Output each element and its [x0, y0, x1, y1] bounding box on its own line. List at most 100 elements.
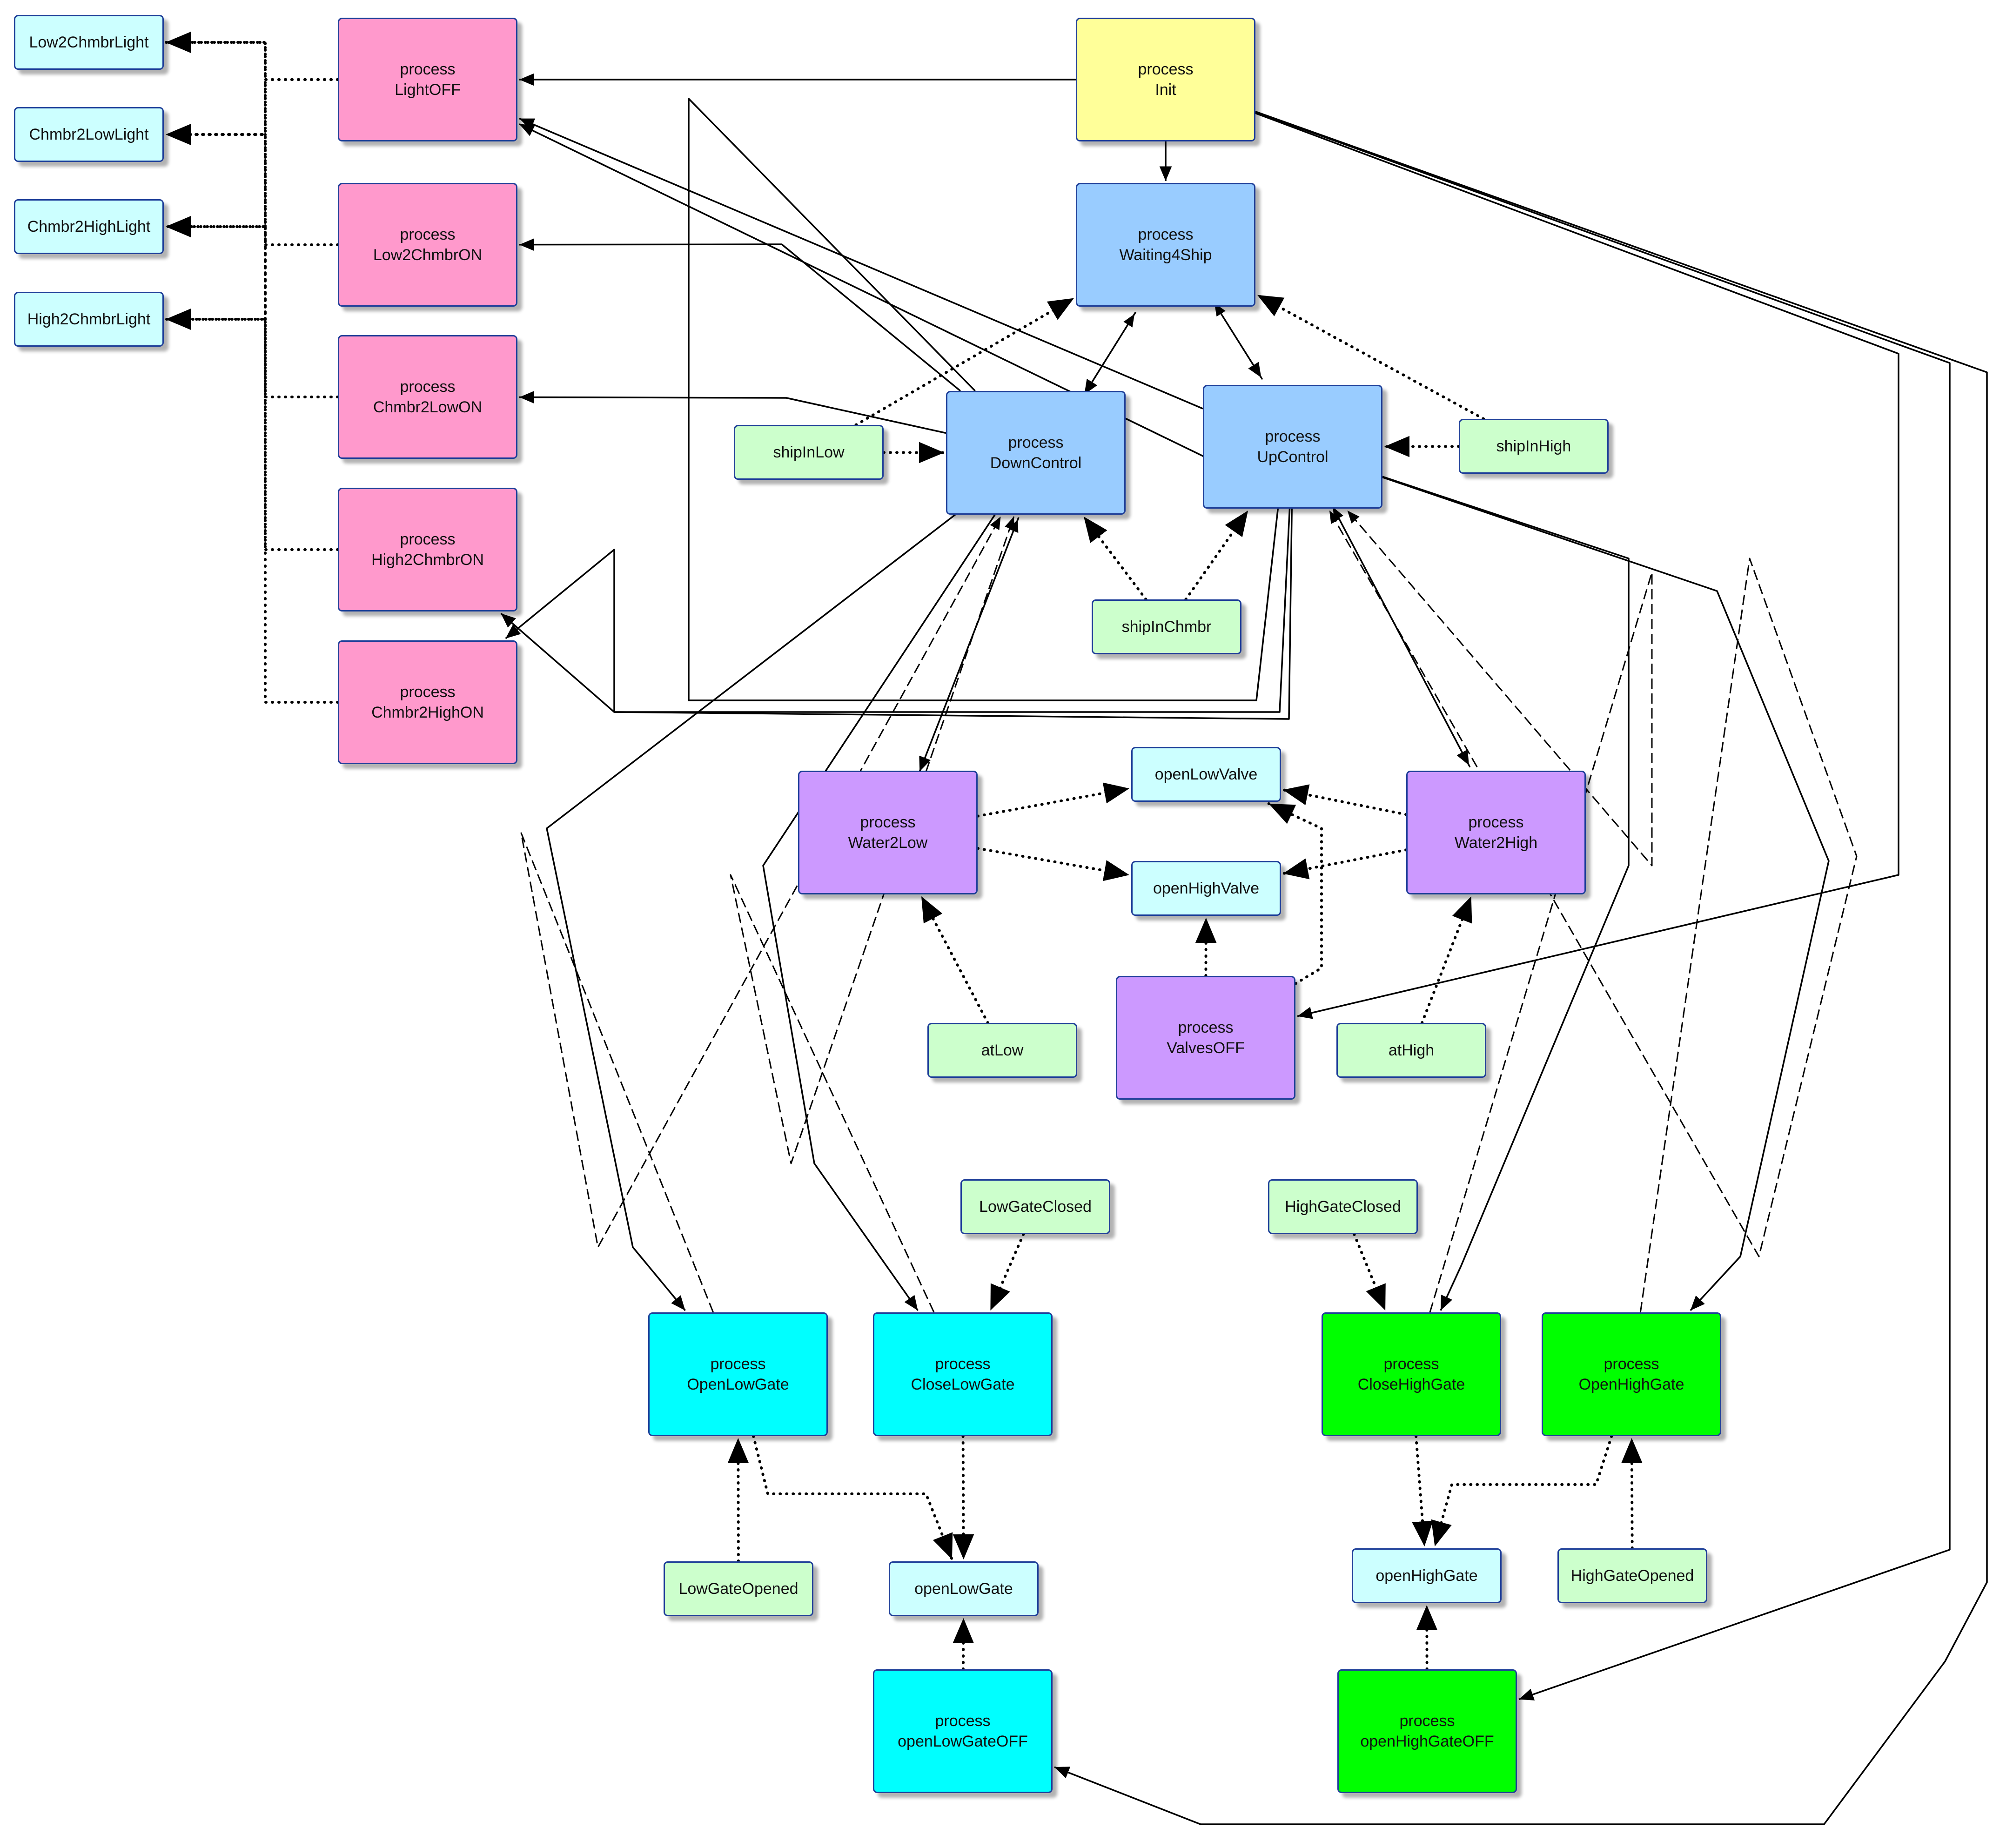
edge-downcontrol-to-waiting4ship [1082, 313, 1135, 397]
node-keyword: process [400, 531, 456, 548]
node-label: CloseLowGate [911, 1376, 1015, 1393]
node-label: openHighGate [1376, 1567, 1478, 1585]
shipinhigh-signal-node: shipInHigh [1459, 419, 1609, 474]
edge-water2low-to-downcontrol [918, 519, 1019, 774]
edge-openhighgate-p-to-openhighgate-s [1431, 1435, 1613, 1548]
node-label: openLowGate [914, 1580, 1013, 1598]
node-keyword: process [860, 813, 916, 831]
edge-upcontrol-to-chmbr2highon [505, 508, 1293, 720]
edge-atlow-to-water2low [920, 895, 989, 1024]
edge-lowgateclosed-to-closelowgate [989, 1233, 1025, 1312]
edge-closelowgate-to-openlowgate-s [953, 1435, 974, 1561]
edge-lightoff-to-high2chmbrlight [164, 78, 339, 330]
node-label: Water2High [1454, 834, 1538, 852]
edge-init-to-openhighgateoff [1255, 111, 1951, 1700]
node-keyword: process [1178, 1019, 1234, 1036]
node-label: CloseHighGate [1357, 1376, 1465, 1393]
node-label: HighGateClosed [1285, 1198, 1401, 1216]
edge-closehighgate-to-upcontrol [1347, 510, 1653, 1313]
edge-shipinlow-to-waiting4ship [854, 296, 1075, 426]
edge-shipinchmbr-to-upcontrol [1184, 509, 1250, 601]
edge-shipinchmbr-to-downcontrol [1082, 515, 1147, 601]
highgateopened-signal-node: HighGateOpened [1557, 1548, 1707, 1603]
edge-water2low-to-openhighvalve [976, 847, 1131, 881]
edge-downcontrol-to-low2chmbron [519, 238, 961, 392]
edge-openlowgate-p-to-openlowgate-s [752, 1435, 953, 1561]
openhighgateoff-process-node: process openHighGateOFF [1337, 1669, 1517, 1793]
openlowvalve-signal-node: openLowValve [1131, 747, 1281, 802]
node-label: openLowGateOFF [898, 1733, 1028, 1750]
node-label: shipInLow [773, 444, 845, 461]
node-label: ValvesOFF [1167, 1039, 1245, 1057]
node-label: Chmbr2LowLight [29, 126, 149, 143]
node-label: LowGateOpened [678, 1580, 798, 1598]
node-keyword: process [1399, 1712, 1455, 1730]
node-keyword: process [400, 60, 456, 78]
node-keyword: process [1008, 434, 1064, 451]
shipinchmbr-signal-node: shipInChmbr [1092, 599, 1241, 654]
edge-upcontrol-to-waiting4ship [1214, 302, 1263, 380]
atlow-signal-node: atLow [927, 1023, 1077, 1078]
node-keyword: process [710, 1355, 766, 1373]
node-label: LightOFF [395, 81, 461, 99]
openlowgate-s-signal-node: openLowGate [889, 1561, 1039, 1616]
node-keyword: process [1138, 60, 1194, 78]
edge-lightoff-to-chmbr2highlight [164, 78, 339, 237]
node-label: High2ChmbrLight [27, 310, 151, 328]
node-label: DownControl [990, 454, 1082, 472]
node-label: HighGateOpened [1570, 1567, 1694, 1585]
edge-downcontrol-to-closelowgate [762, 514, 996, 1311]
node-label: shipInChmbr [1121, 618, 1212, 636]
node-keyword: process [400, 226, 456, 243]
node-label: Waiting4Ship [1119, 246, 1212, 264]
edge-chmbr2highon-to-chmbr2highlight [164, 216, 339, 704]
node-label: atHigh [1388, 1042, 1435, 1059]
openlowgateoff-process-node: process openLowGateOFF [873, 1669, 1053, 1793]
node-label: Init [1155, 81, 1176, 99]
high2chmbrlight-signal-node: High2ChmbrLight [14, 292, 164, 347]
edge-downcontrol-to-openlowgate-p [546, 514, 956, 1311]
chmbr2highlight-signal-node: Chmbr2HighLight [14, 199, 164, 254]
edge-highgateclosed-to-closehighgate [1353, 1233, 1387, 1312]
highgateclosed-signal-node: HighGateClosed [1268, 1179, 1418, 1234]
node-label: Low2ChmbrON [373, 246, 483, 264]
edge-upcontrol-to-lightoff [519, 117, 1203, 410]
openhighgate-s-signal-node: openHighGate [1352, 1548, 1502, 1603]
edge-downcontrol-to-chmbr2lowon [519, 391, 946, 434]
lowgateclosed-signal-node: LowGateClosed [960, 1179, 1110, 1234]
chmbr2lowlight-signal-node: Chmbr2LowLight [14, 107, 164, 162]
openhighvalve-signal-node: openHighValve [1131, 861, 1281, 916]
node-keyword: process [1265, 428, 1321, 445]
edge-upcontrol-to-openhighgate-p [1382, 476, 1830, 1311]
edge-water2high-to-openhighvalve [1282, 848, 1408, 880]
node-keyword: process [1468, 813, 1524, 831]
node-keyword: process [1138, 226, 1194, 243]
edge-init-to-openlowgateoff [1054, 111, 1988, 1825]
node-label: shipInHigh [1496, 437, 1571, 455]
node-keyword: process [935, 1355, 991, 1373]
low2chmbrlight-signal-node: Low2ChmbrLight [14, 15, 164, 70]
node-label: OpenHighGate [1578, 1376, 1684, 1393]
athigh-signal-node: atHigh [1336, 1023, 1486, 1078]
edge-lightoff-to-chmbr2lowlight [164, 78, 339, 145]
node-keyword: process [400, 683, 456, 701]
edge-low2chmbron-to-low2chmbrlight [164, 32, 339, 246]
shipinlow-signal-node: shipInLow [734, 425, 884, 480]
node-label: Low2ChmbrLight [29, 34, 149, 51]
node-keyword: process [935, 1712, 991, 1730]
node-label: openHighGateOFF [1360, 1733, 1494, 1750]
edge-shipinhigh-to-waiting4ship [1256, 293, 1485, 420]
